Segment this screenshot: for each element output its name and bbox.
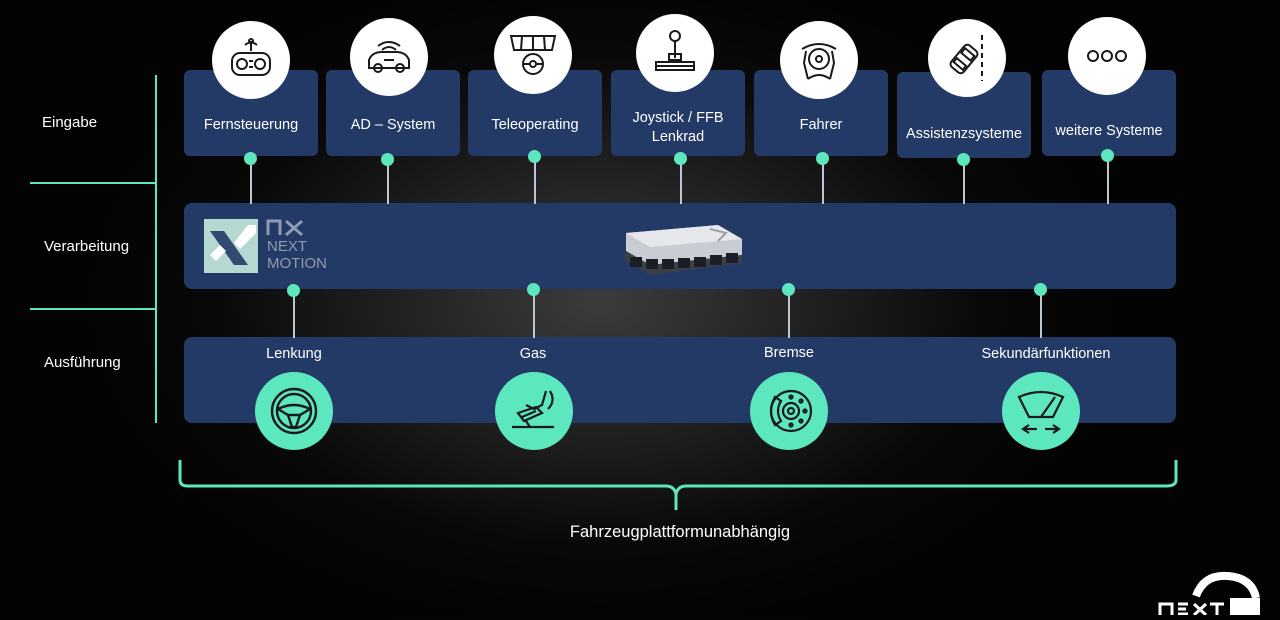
next-motion-text-2: MOTION [267, 255, 327, 272]
gas-pedal-icon [512, 390, 554, 429]
output-icon-gas [495, 372, 573, 450]
next-motion-text-1: NEXT [267, 238, 308, 255]
output-label-secondary: Sekundärfunktionen [981, 346, 1111, 362]
input-label-more: weitere Systeme [1055, 123, 1163, 139]
corner-logo [1156, 568, 1266, 617]
output-label-gas: Gas [519, 346, 547, 362]
next-logo-icon [1158, 571, 1260, 617]
output-dot-4 [1034, 283, 1047, 296]
input-connector-6 [963, 158, 965, 204]
steering-wheel-icon [270, 387, 318, 435]
output-icon-brake [750, 372, 828, 450]
joystick-icon [655, 30, 695, 71]
output-connector-3 [788, 292, 790, 338]
input-label-joystick: Joystick / FFB Lenkrad [632, 110, 724, 145]
driver-icon [801, 43, 837, 80]
row-label-input: Eingabe [42, 114, 98, 131]
input-icon-joystick [636, 14, 714, 92]
output-dot-2 [527, 283, 540, 296]
input-connector-2 [387, 158, 389, 204]
input-icon-teleoperating [494, 16, 572, 94]
row-label-processing: Verarbeitung [44, 238, 130, 255]
input-connector-5 [822, 158, 824, 204]
processing-band: NEXT MOTION [184, 203, 1176, 289]
output-connector-2 [533, 292, 535, 338]
more-icon [1087, 50, 1127, 62]
output-icon-secondary [1002, 372, 1080, 450]
input-dot-1 [244, 152, 257, 165]
input-connector-3 [534, 156, 536, 204]
footer-label: Fahrzeugplattformunabhängig [569, 523, 791, 541]
brake-disc-icon [769, 389, 813, 433]
row-label-execution: Ausführung [44, 354, 121, 371]
input-connector-1 [250, 158, 252, 204]
input-dot-3 [528, 150, 541, 163]
input-dot-7 [1101, 149, 1114, 162]
next-motion-logo [204, 219, 258, 273]
wiper-icon [1017, 390, 1065, 434]
next-motion-mark [266, 217, 306, 242]
row-divider-2 [30, 308, 157, 310]
output-connector-1 [293, 292, 295, 338]
control-unit [618, 219, 748, 277]
control-unit-icon [624, 225, 742, 275]
input-icon-assist [928, 19, 1006, 97]
output-dot-3 [782, 283, 795, 296]
output-connector-4 [1040, 292, 1042, 338]
platform-brace [178, 460, 1178, 510]
teleoperation-icon [509, 35, 557, 75]
next-motion-logo-icon [204, 219, 258, 273]
input-dot-4 [674, 152, 687, 165]
nx-mark-icon [266, 219, 303, 237]
input-label-teleoperating: Teleoperating [491, 117, 579, 133]
input-icon-ad-system [350, 18, 428, 96]
input-dot-6 [957, 153, 970, 166]
lane-assist-icon [949, 35, 983, 81]
row-bracket-line [155, 75, 157, 423]
remote-control-icon [231, 38, 271, 76]
input-connector-7 [1107, 156, 1109, 204]
row-divider-1 [30, 182, 157, 184]
input-box-teleoperating: Teleoperating [468, 70, 602, 156]
autonomous-car-icon [368, 41, 410, 73]
output-dot-1 [287, 284, 300, 297]
input-label-remote: Fernsteuerung [203, 117, 299, 133]
input-connector-4 [680, 158, 682, 204]
output-label-brake: Bremse [764, 345, 814, 361]
input-label-ad-system: AD – System [350, 117, 436, 133]
input-icon-more [1068, 17, 1146, 95]
output-label-steering: Lenkung [266, 346, 322, 362]
output-icon-steering [255, 372, 333, 450]
input-label-assist: Assistenzsysteme [905, 126, 1023, 142]
input-label-driver: Fahrer [799, 117, 843, 133]
input-dot-5 [816, 152, 829, 165]
input-icon-driver [780, 21, 858, 99]
input-icon-remote [212, 21, 290, 99]
input-dot-2 [381, 153, 394, 166]
